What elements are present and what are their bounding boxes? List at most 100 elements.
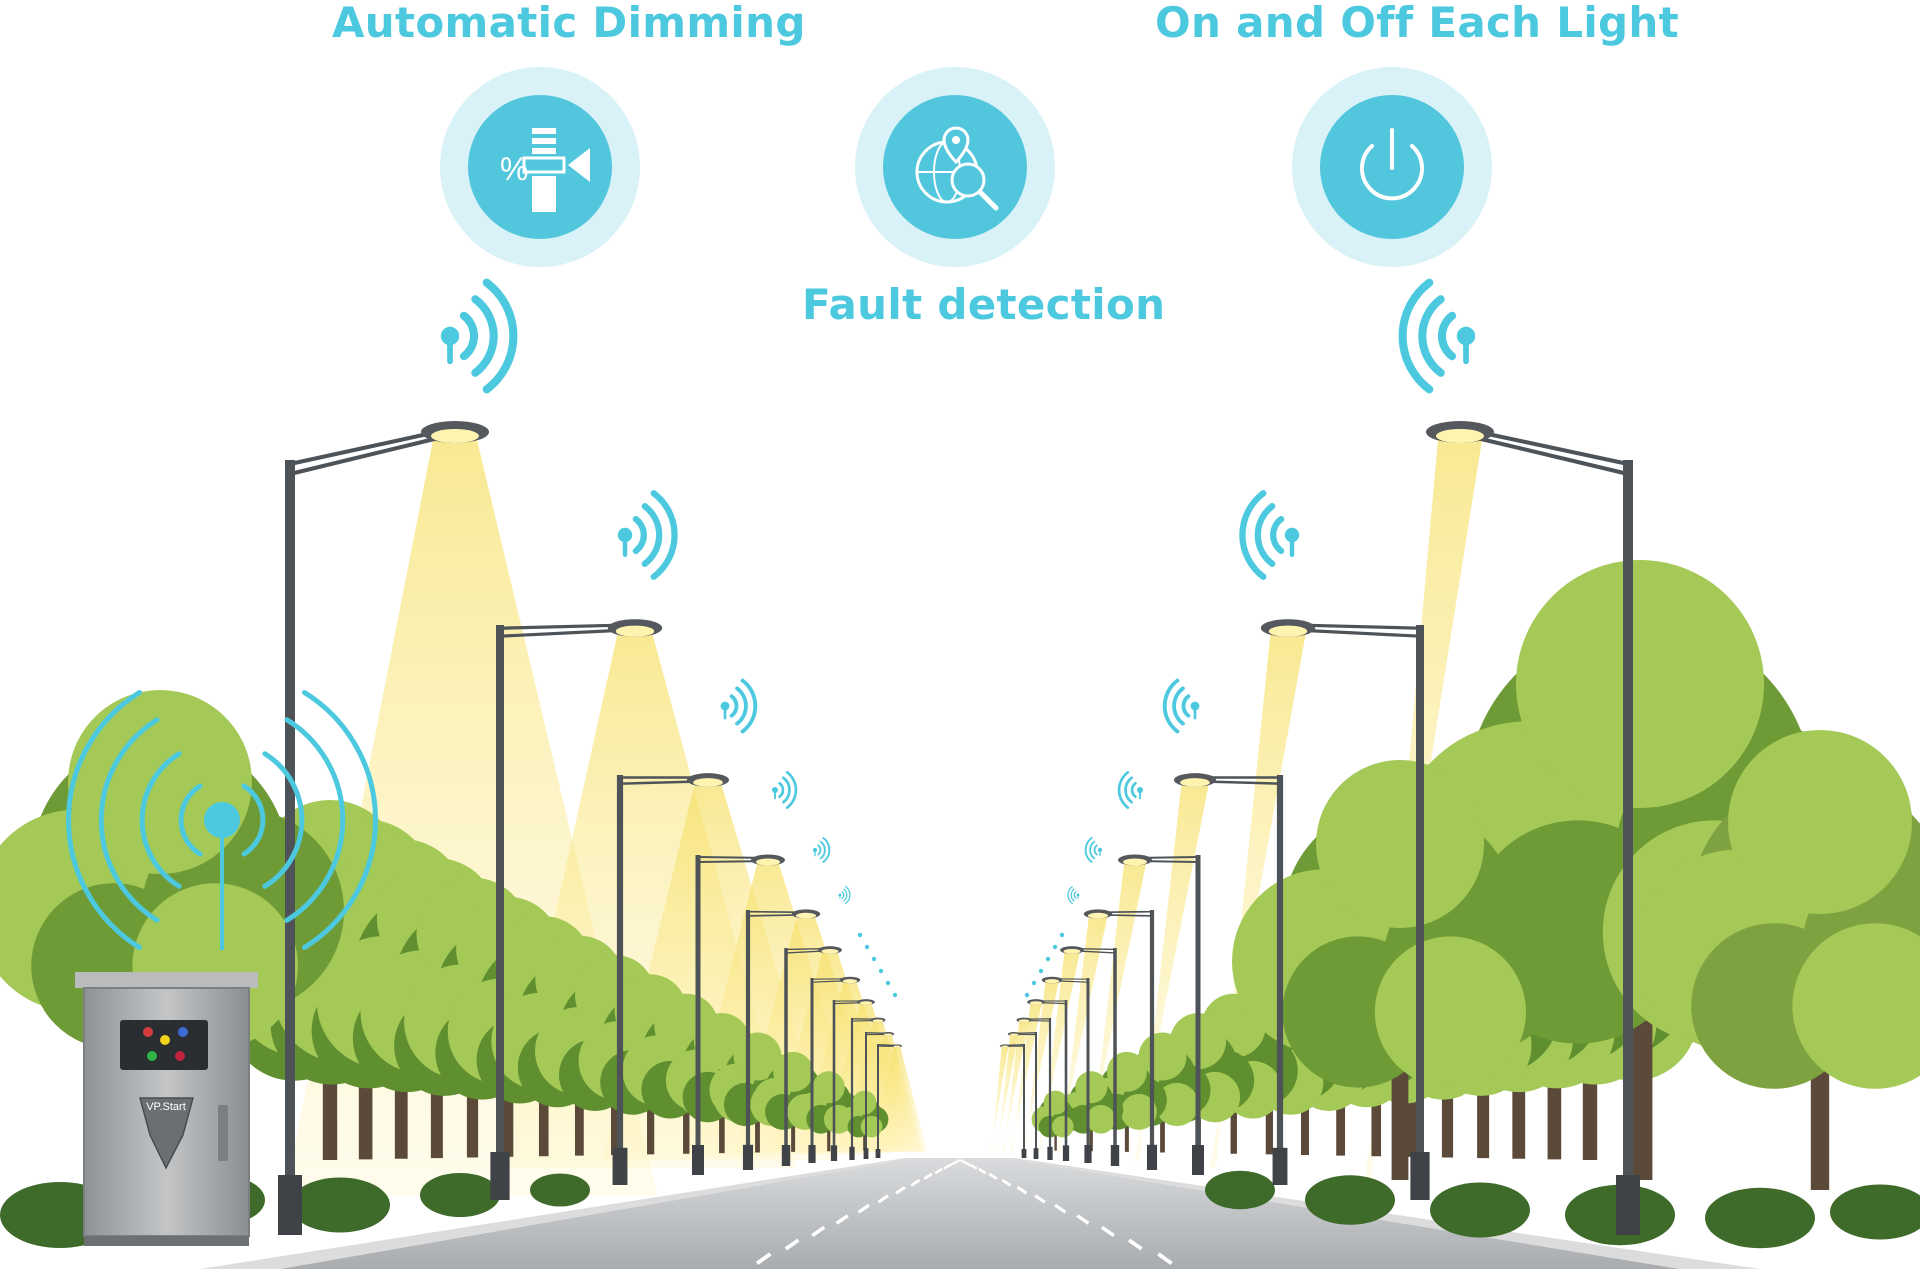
- wifi-signal-icon: [1239, 490, 1300, 580]
- pole-base: [1021, 1149, 1027, 1158]
- street-light: [1016, 1017, 1053, 1160]
- lamp-light: [693, 778, 723, 787]
- pole: [1623, 460, 1633, 1235]
- wifi-signal-icon: [1398, 278, 1476, 394]
- street-light-poles: [278, 421, 1640, 1235]
- lamp-light: [1436, 429, 1484, 443]
- road: [280, 1158, 1680, 1269]
- pole: [877, 1044, 879, 1158]
- tree: [0, 690, 344, 1150]
- control-cabinet: VP.Start: [66, 690, 378, 1246]
- pole-base: [781, 1145, 791, 1166]
- lane-dash: [1054, 1203, 1067, 1214]
- pole: [695, 855, 701, 1175]
- wifi-signal-icon: [617, 490, 678, 580]
- hedge: [290, 1177, 390, 1233]
- pole: [285, 460, 295, 1235]
- lane-markings: [755, 1159, 1173, 1265]
- pole-base: [863, 1148, 869, 1159]
- street-light: [1060, 946, 1120, 1166]
- signal-dot: [1024, 992, 1030, 998]
- wifi-signal-icon: [440, 278, 518, 394]
- lamp-light: [1001, 1045, 1009, 1048]
- lamp-light: [795, 912, 817, 919]
- lamp-light: [859, 1001, 873, 1005]
- lamp-light: [872, 1019, 884, 1023]
- wifi-signal-icon: [1084, 837, 1103, 863]
- arrow-left-icon: [568, 148, 590, 182]
- lane-dash: [934, 1167, 943, 1175]
- light-beam: [1022, 982, 1059, 1151]
- lamp-light: [821, 948, 839, 954]
- indicator-red-icon: [143, 1027, 153, 1037]
- hedge: [1305, 1175, 1395, 1225]
- pole: [1064, 1000, 1068, 1161]
- antenna-broadcast-icon: [66, 690, 378, 950]
- street-light: [849, 1017, 886, 1160]
- sidewalk-left: [200, 1158, 915, 1269]
- wifi-signal-icon: [812, 837, 831, 863]
- pole-base: [1084, 1145, 1092, 1163]
- signal-dot: [878, 968, 884, 974]
- indicator-green-icon: [147, 1051, 157, 1061]
- signal-dot: [1038, 968, 1044, 974]
- wifi-signal-icon: [1067, 886, 1080, 904]
- lane-dash: [923, 1172, 933, 1180]
- lane-dash: [1016, 1186, 1028, 1195]
- hedge: [530, 1173, 590, 1207]
- tree: [1232, 760, 1568, 1180]
- lamp-light: [615, 625, 655, 637]
- lamp-light: [1029, 1001, 1043, 1005]
- signal-dot: [1045, 956, 1051, 962]
- signal-dot: [1059, 932, 1065, 938]
- magnifier-icon: [950, 162, 986, 198]
- signal-dot: [857, 932, 863, 938]
- lane-dash: [1076, 1214, 1090, 1225]
- dimming-icon-badge: %: [440, 67, 640, 267]
- street-light: [1027, 999, 1070, 1161]
- pole-base: [849, 1146, 855, 1160]
- pole: [1023, 1044, 1025, 1158]
- location-pin-icon: [942, 126, 970, 165]
- lane-dash: [949, 1161, 957, 1167]
- cabinet-brand: VP.Start: [146, 1101, 186, 1113]
- hedge: [1705, 1187, 1815, 1249]
- lane-dash: [1127, 1238, 1143, 1251]
- light-beam: [1002, 1021, 1029, 1152]
- street-light: [999, 1044, 1027, 1158]
- pole: [1149, 910, 1155, 1170]
- indicator-blue-icon: [178, 1027, 188, 1037]
- pole: [1048, 1018, 1052, 1160]
- lane-dash: [835, 1214, 849, 1225]
- pole: [1035, 1032, 1037, 1159]
- indicator-yellow-icon: [160, 1035, 170, 1045]
- pole-base: [1110, 1145, 1120, 1166]
- hedge: [1830, 1184, 1920, 1240]
- pole-base: [612, 1147, 628, 1185]
- pole-base: [1062, 1145, 1070, 1161]
- lane-dash: [811, 1225, 826, 1238]
- pole: [745, 910, 751, 1170]
- feature-title-fault-detection: Fault detection: [802, 280, 1166, 329]
- signal-dot: [1031, 980, 1037, 986]
- power-icon-badge: [1292, 67, 1492, 267]
- lane-dash: [969, 1163, 978, 1170]
- lane-dash: [1034, 1194, 1046, 1204]
- pole: [1195, 855, 1201, 1175]
- street-light: [863, 1032, 895, 1159]
- lane-dash: [857, 1203, 871, 1214]
- pole-base: [278, 1175, 302, 1235]
- brand-logo-icon: [139, 1097, 194, 1170]
- feature-title-dimming: Automatic Dimming: [332, 0, 806, 47]
- pole: [616, 775, 624, 1185]
- lane-dash: [910, 1178, 921, 1187]
- lane-dash: [988, 1172, 998, 1180]
- street-light: [692, 854, 785, 1175]
- pole-base: [490, 1152, 510, 1200]
- pole: [1086, 978, 1090, 1163]
- hedge: [420, 1173, 500, 1217]
- light-beam: [990, 1047, 1009, 1152]
- signal-dot: [892, 992, 898, 998]
- pole: [1416, 625, 1424, 1200]
- lane-dash: [784, 1238, 800, 1251]
